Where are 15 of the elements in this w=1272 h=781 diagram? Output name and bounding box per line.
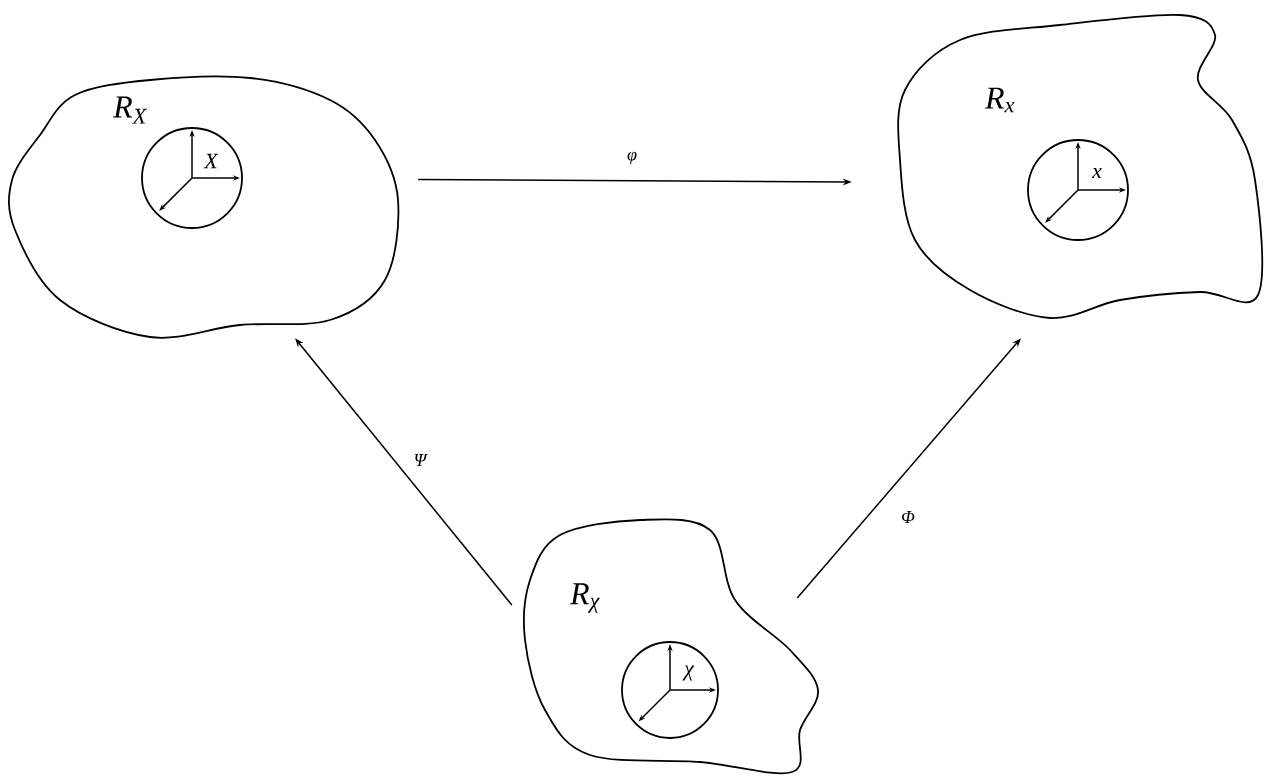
- region-outline: [897, 13, 1264, 319]
- coordinate-circle-drawing: [1027, 139, 1129, 241]
- edge-label: Φ: [900, 510, 916, 524]
- region-label: R$_{X}$: [112, 96, 148, 124]
- region-label: R$_{x}$: [984, 87, 1015, 113]
- region-outline: [523, 518, 819, 775]
- region-label: R$_{χ}$: [569, 583, 600, 613]
- edge-label: Ψ: [412, 453, 428, 467]
- coordinate-circle-drawing: [621, 641, 719, 739]
- axis-label: χ: [682, 665, 695, 681]
- edge-label: φ: [626, 150, 638, 166]
- axis-label: x: [1091, 167, 1102, 179]
- axis-label: X: [203, 153, 219, 169]
- region-outline: [8, 75, 400, 339]
- coordinate-circle-drawing: [141, 127, 243, 229]
